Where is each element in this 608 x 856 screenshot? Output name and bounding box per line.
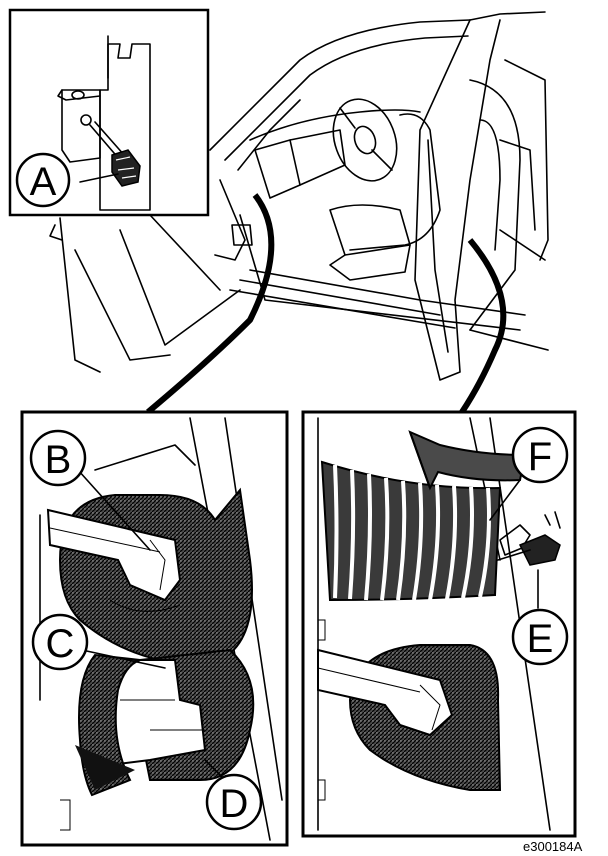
inset-left-panel: B C D [20,410,289,847]
callout-b: B [29,429,87,487]
callout-d: D [205,773,263,831]
callout-e: E [511,608,569,666]
vehicle-door-illustration [49,11,549,415]
inset-right-panel: F E [301,410,577,838]
callout-f-label: F [528,435,552,479]
figure-reference: e300184A [523,839,583,854]
callout-a-label: A [30,160,57,204]
callout-f: F [511,426,569,484]
callout-e-label: E [527,617,554,661]
inset-a-panel: A [8,8,210,217]
callout-d-label: D [220,782,249,826]
rubber-boot [320,460,502,602]
callout-b-label: B [45,438,72,482]
bolt-icon [111,149,141,187]
callout-c-label: C [46,622,75,666]
callout-c: C [31,613,89,671]
callout-a: A [15,152,71,208]
connector-icon [497,511,561,566]
